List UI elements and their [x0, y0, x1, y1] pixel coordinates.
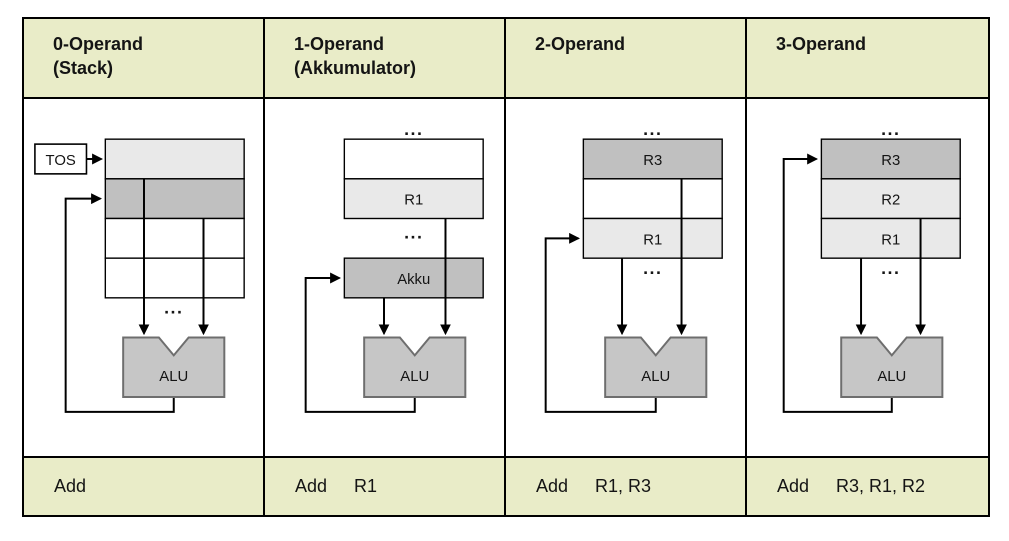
register-cell-empty — [343, 138, 484, 180]
diagram-three-operand-architecture: ... R3 R2 R1 ... ALU — [747, 99, 988, 458]
stack-architecture-svg: TOS ... ALU — [34, 138, 245, 413]
alu-label: ALU — [400, 369, 429, 385]
alu-label: ALU — [159, 369, 188, 385]
stack-cell-top — [104, 138, 245, 180]
table: 0-Operand (Stack) 1-Operand (Akkumulator… — [22, 17, 990, 517]
ellipsis-mid: ... — [404, 222, 423, 242]
alu-shape — [363, 336, 467, 398]
header-title: 1-Operand — [294, 34, 385, 54]
alu-shape — [604, 336, 708, 398]
result-writeback-path — [782, 153, 893, 413]
alu-label: ALU — [641, 369, 670, 385]
ellipsis: ... — [164, 298, 183, 318]
ellipsis-mid: ... — [881, 258, 900, 278]
two-operand-architecture-svg: ... R3 R1 ... ALU — [544, 119, 723, 413]
header-2-operand: 2-Operand — [506, 19, 747, 99]
result-writeback-path — [304, 272, 416, 413]
header-title: 0-Operand — [53, 34, 144, 54]
instruction-mnemonic: Add — [54, 476, 87, 496]
result-writeback-path — [544, 232, 657, 413]
ellipsis-top: ... — [881, 119, 900, 139]
alu-shape — [840, 336, 944, 398]
instruction-mnemonic: Add — [536, 476, 569, 496]
instruction-example-two-operand: Add R1, R3 — [506, 458, 747, 515]
register-label-r1: R1 — [881, 232, 900, 248]
accumulator-architecture-svg: ... R1 ... Akku ALU — [304, 119, 484, 413]
instruction-mnemonic: Add — [777, 476, 810, 496]
instruction-example-accumulator: Add R1 — [265, 458, 506, 515]
ellipsis-top: ... — [643, 119, 662, 139]
register-cell-r2 — [820, 178, 961, 220]
ellipsis-mid: ... — [643, 258, 662, 278]
header-3-operand: 3-Operand — [747, 19, 988, 99]
register-label-r1: R1 — [643, 232, 662, 248]
ellipsis-top: ... — [404, 119, 423, 139]
header-0-operand: 0-Operand (Stack) — [24, 19, 265, 99]
register-cell-r3 — [582, 138, 723, 180]
stack-cell-second — [104, 178, 245, 220]
header-1-operand: 1-Operand (Akkumulator) — [265, 19, 506, 99]
header-title: 3-Operand — [776, 34, 867, 54]
stack-cell-third — [104, 217, 245, 259]
diagram-accumulator-architecture: ... R1 ... Akku ALU — [265, 99, 506, 458]
register-label-r1: R1 — [404, 193, 423, 209]
three-operand-architecture-svg: ... R3 R2 R1 ... ALU — [782, 119, 961, 413]
tos-box — [34, 143, 88, 175]
register-cell-r3 — [820, 138, 961, 180]
stack-cell-fourth — [104, 257, 245, 299]
instruction-operands: R1, R3 — [595, 476, 652, 496]
instruction-operands: R1 — [354, 476, 378, 496]
register-cell-r1 — [582, 217, 723, 259]
header-subtitle: (Stack) — [53, 58, 114, 78]
alu-label: ALU — [877, 369, 906, 385]
register-cell-empty — [582, 178, 723, 220]
akku-box — [343, 257, 484, 299]
diagram-two-operand-architecture: ... R3 R1 ... ALU — [506, 99, 747, 458]
akku-label: Akku — [397, 272, 430, 288]
instruction-example-three-operand: Add R3, R1, R2 — [747, 458, 988, 515]
instruction-example-stack: Add — [24, 458, 265, 515]
tos-label: TOS — [46, 153, 76, 169]
register-cell-r1 — [820, 217, 961, 259]
instruction-mnemonic: Add — [295, 476, 328, 496]
header-subtitle: (Akkumulator) — [294, 58, 417, 78]
register-label-r2: R2 — [881, 193, 900, 209]
isa-comparison-table: 0-Operand (Stack) 1-Operand (Akkumulator… — [22, 17, 990, 517]
register-label-r3: R3 — [643, 153, 662, 169]
header-title: 2-Operand — [535, 34, 626, 54]
instruction-operands: R3, R1, R2 — [836, 476, 926, 496]
alu-shape — [122, 336, 226, 398]
register-cell-r1 — [343, 178, 484, 220]
register-label-r3: R3 — [881, 153, 900, 169]
diagram-stack-architecture: TOS ... ALU — [24, 99, 265, 458]
result-writeback-path — [64, 193, 175, 413]
